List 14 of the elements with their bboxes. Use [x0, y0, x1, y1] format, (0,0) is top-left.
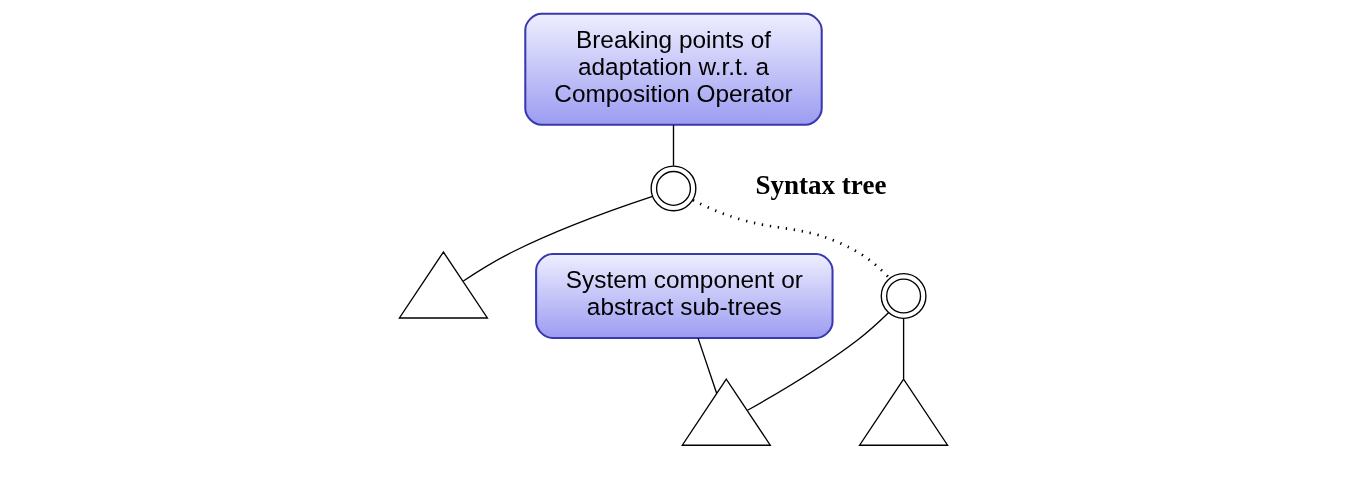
connector: [902, 317, 905, 380]
connector: [462, 195, 654, 282]
label: Syntax tree: [755, 169, 887, 200]
node-circle: [880, 273, 927, 319]
connector: [746, 312, 890, 411]
node-circle: [650, 165, 697, 212]
connector: [697, 337, 718, 394]
connector: [672, 124, 675, 167]
node-box: Breaking points of adaptation w.r.t. a Composition Operator: [524, 12, 823, 126]
node-triangle: [858, 378, 949, 446]
connector: [692, 198, 891, 280]
node-triangle: [398, 250, 489, 319]
node-box: System component or abstract sub-trees: [535, 253, 834, 339]
node-triangle: [681, 378, 772, 446]
